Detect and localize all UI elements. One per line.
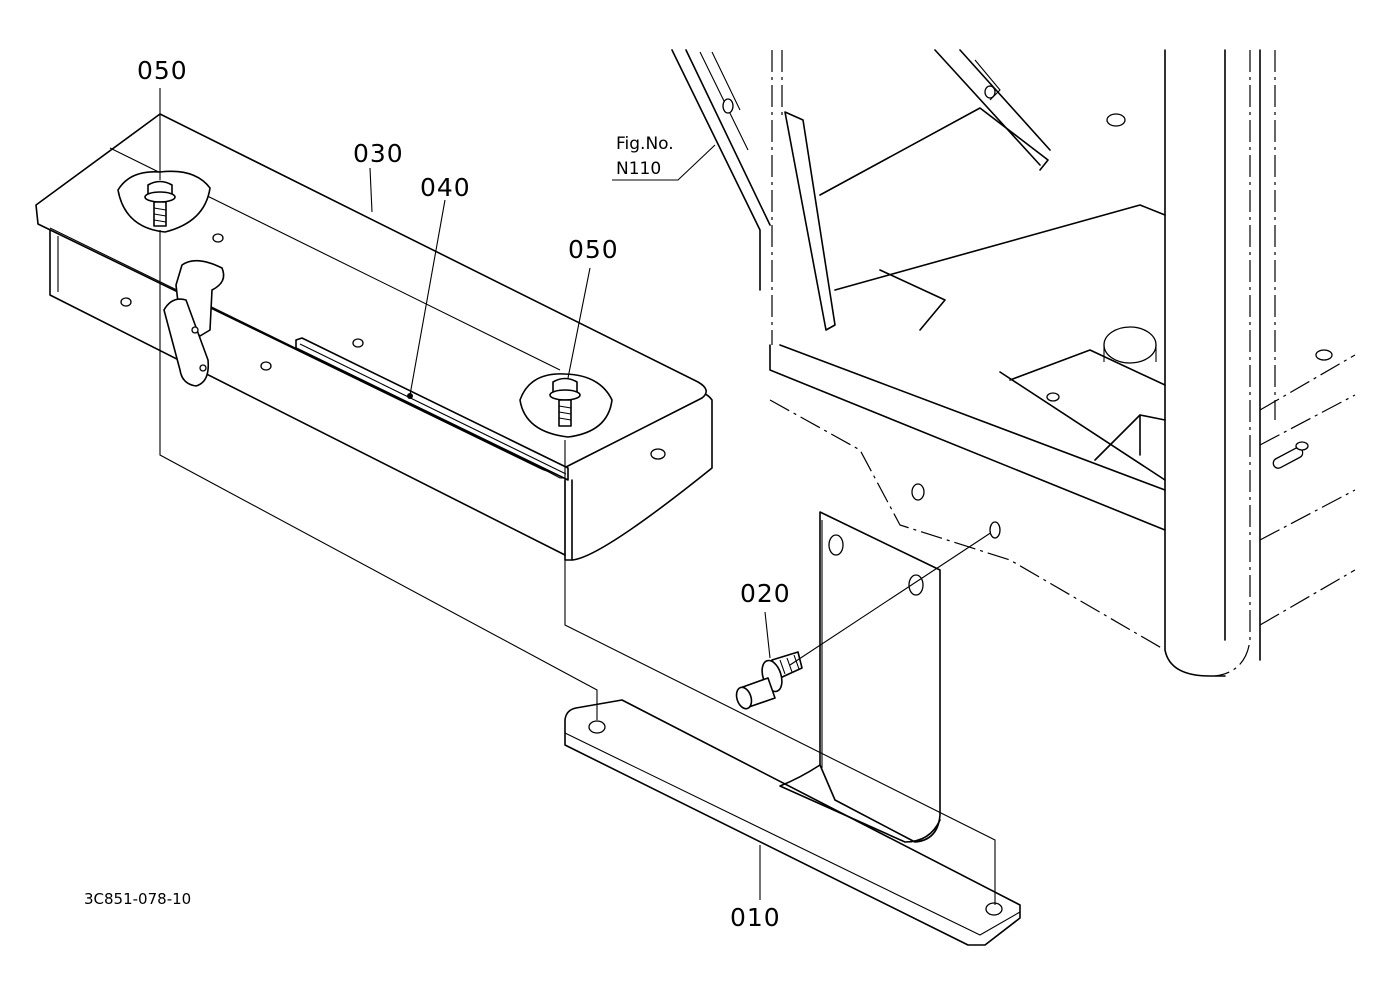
- tool-box-030: [35, 113, 713, 561]
- frame-assembly: [671, 49, 1356, 677]
- bolt-050-left: [144, 180, 176, 227]
- label-drawing-code: 3C851-078-10: [84, 890, 192, 908]
- bracket-010: [564, 511, 1021, 946]
- label-part-030: 030: [353, 139, 404, 168]
- label-part-010: 010: [730, 903, 781, 932]
- label-part-050-right: 050: [568, 235, 619, 264]
- label-part-040: 040: [420, 173, 471, 202]
- alignment-lines: [159, 88, 1001, 905]
- label-fig-ref-line2: N110: [616, 159, 662, 179]
- bolt-020: [735, 651, 803, 710]
- figure-reference-leader: [612, 144, 716, 181]
- label-part-020: 020: [740, 579, 791, 608]
- bolt-050-right: [549, 377, 581, 427]
- label-part-050-top: 050: [137, 56, 188, 85]
- label-fig-ref-line1: Fig.No.: [616, 134, 674, 154]
